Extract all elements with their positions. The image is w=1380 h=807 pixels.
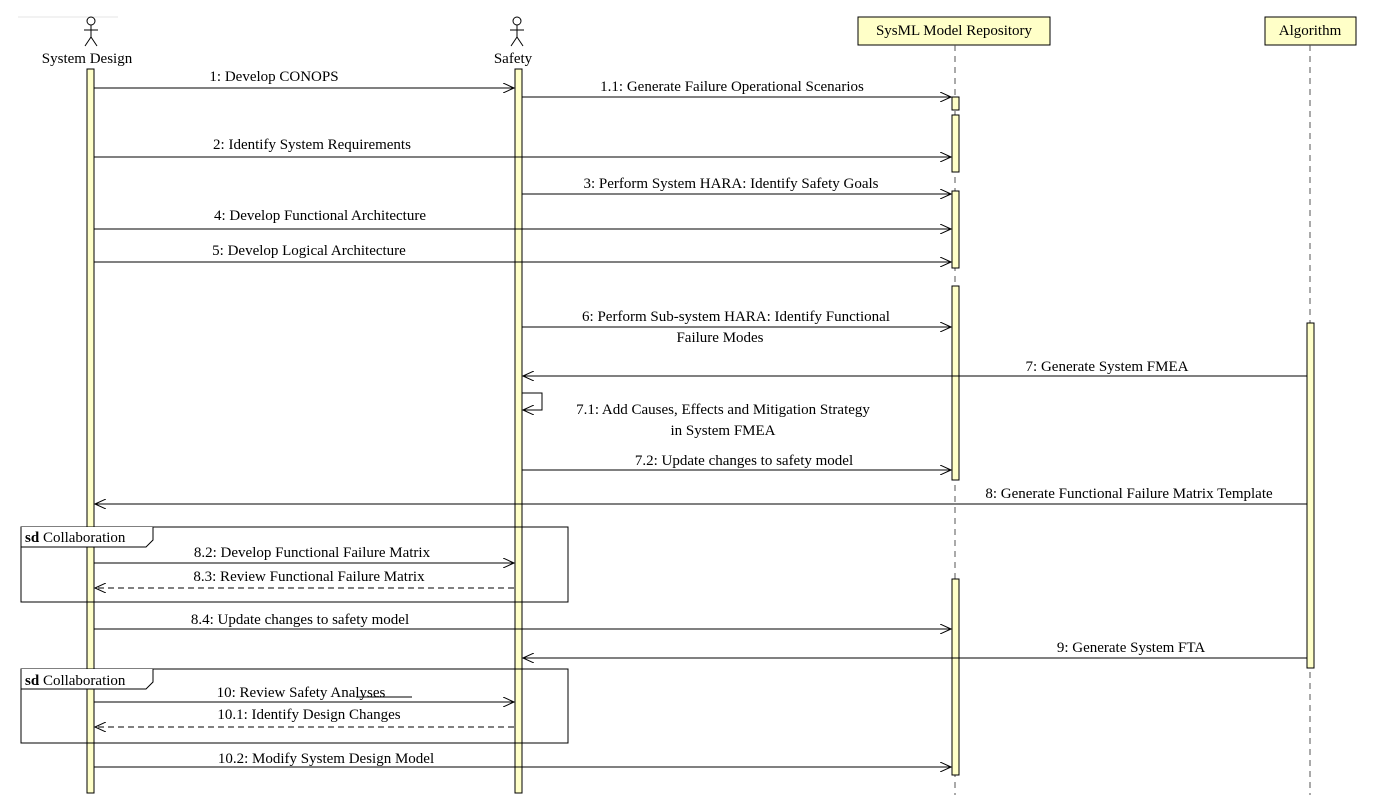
message-label: 4: Develop Functional Architecture: [214, 208, 426, 224]
message-arrow: 1.1: Generate Failure Operational Scenar…: [522, 79, 951, 97]
message-label: 7: Generate System FMEA: [1026, 359, 1189, 375]
message-arrow: 9: Generate System FTA: [523, 640, 1307, 658]
activation-bar-repository: [951, 114, 960, 173]
message-label: 1.1: Generate Failure Operational Scenar…: [600, 79, 864, 95]
message-label: 5: Develop Logical Architecture: [212, 243, 406, 259]
fragment-collaboration: sd Collaboration: [20, 668, 569, 744]
message-label: 10.2: Modify System Design Model: [218, 751, 434, 767]
message-label: 6: Perform Sub-system HARA: Identify Fun…: [582, 309, 890, 325]
fragment-collaboration: sd Collaboration: [20, 526, 569, 603]
message-arrow: 8: Generate Functional Failure Matrix Te…: [95, 486, 1307, 504]
message-label: 8.4: Update changes to safety model: [191, 612, 409, 628]
participant-algorithm: Algorithm: [1264, 16, 1357, 46]
fragment-label: sd Collaboration: [25, 673, 126, 689]
message-arrow: 4: Develop Functional Architecture: [94, 208, 951, 229]
participant-label: System Design: [42, 51, 133, 67]
participant-label: SysML Model Repository: [876, 23, 1033, 39]
activation-bar-repository: [951, 96, 960, 111]
stick-figure-icon: [510, 16, 524, 47]
message-label: 10.1: Identify Design Changes: [217, 707, 400, 723]
participant-label: Algorithm: [1279, 23, 1342, 39]
message-label: 8.3: Review Functional Failure Matrix: [193, 569, 425, 585]
message-arrow: 10.2: Modify System Design Model: [94, 751, 951, 767]
activation-bar-algorithm: [1306, 322, 1315, 669]
message-label: 1: Develop CONOPS: [209, 69, 338, 85]
message-arrow: 3: Perform System HARA: Identify Safety …: [522, 176, 951, 194]
message-label-line2: Failure Modes: [676, 330, 763, 346]
activation-bar-system-design: [86, 68, 95, 794]
message-arrow: 1: Develop CONOPS: [94, 69, 514, 88]
message-label: 7.1: Add Causes, Effects and Mitigation …: [576, 402, 870, 418]
message-arrow: 7.2: Update changes to safety model: [522, 453, 951, 470]
activation-bar-repository: [951, 190, 960, 269]
participant-sysml-repository: SysML Model Repository: [857, 16, 1051, 46]
actor-system-design: System Design: [42, 16, 133, 67]
participant-label: Safety: [494, 51, 533, 67]
message-arrow: 8.4: Update changes to safety model: [94, 612, 951, 629]
reply-arrow: 8.3: Review Functional Failure Matrix: [95, 569, 514, 588]
message-arrow: 5: Develop Logical Architecture: [94, 243, 951, 262]
message-arrow: 2: Identify System Requirements: [94, 137, 951, 157]
message-arrow: 10: Review Safety Analyses: [94, 685, 514, 702]
activation-bar-repository: [951, 578, 960, 776]
activation-bar-repository: [951, 285, 960, 481]
message-arrow: 6: Perform Sub-system HARA: Identify Fun…: [522, 309, 951, 346]
message-arrow: 7: Generate System FMEA: [523, 359, 1307, 376]
message-label: 9: Generate System FTA: [1057, 640, 1206, 656]
message-label: 7.2: Update changes to safety model: [635, 453, 853, 469]
activation-bar-safety: [514, 68, 523, 794]
message-label: 3: Perform System HARA: Identify Safety …: [584, 176, 879, 192]
message-label: 8.2: Develop Functional Failure Matrix: [194, 545, 431, 561]
participant-box: [857, 16, 1051, 46]
actor-safety: Safety: [494, 16, 533, 67]
message-label-line2: in System FMEA: [670, 423, 775, 439]
reply-arrow: 10.1: Identify Design Changes: [95, 707, 514, 727]
message-label: 10: Review Safety Analyses: [217, 685, 386, 701]
self-message-arrow: 7.1: Add Causes, Effects and Mitigation …: [522, 392, 870, 439]
fragment-label: sd Collaboration: [25, 530, 126, 546]
message-label: 2: Identify System Requirements: [213, 137, 411, 153]
message-label: 8: Generate Functional Failure Matrix Te…: [985, 486, 1273, 502]
stick-figure-icon: [84, 16, 98, 47]
message-arrow: 8.2: Develop Functional Failure Matrix: [94, 545, 514, 563]
